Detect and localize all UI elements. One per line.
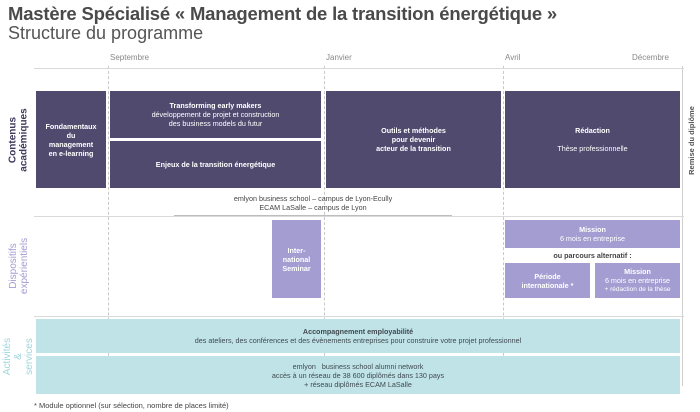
footnote: * Module optionnel (sur sélection, nombr… xyxy=(34,401,229,410)
graduation-label: Remise du diplôme xyxy=(686,105,696,175)
month-label-april: Avril xyxy=(505,53,521,62)
row-label-academic: Contenus académiques xyxy=(8,108,30,172)
timeline-end-line xyxy=(682,66,683,386)
timeline-start-line xyxy=(108,66,109,386)
box-periode-internationale: Période internationale * xyxy=(505,263,590,298)
box-alumni-network: emlyon business school alumni network ac… xyxy=(36,356,680,394)
campus-underline xyxy=(174,215,452,216)
row-label-experiential: Dispositifs expérientiels xyxy=(8,237,31,295)
alternative-path-label: ou parcours alternatif : xyxy=(553,251,632,260)
timeline-april-line xyxy=(503,66,504,386)
box-mission-alternative: Mission 6 mois en entreprise + rédaction… xyxy=(595,263,680,298)
month-label-september: Septembre xyxy=(110,53,150,62)
campus-info: emlyon business school – campus de Lyon-… xyxy=(233,194,393,212)
box-fondamentaux: Fondamentaux du management en e-learning xyxy=(36,91,106,188)
row-divider-academic xyxy=(34,216,684,217)
box-outils-methodes: Outils et méthodes pour devenir acteur d… xyxy=(326,91,501,188)
box-transforming-early-makers: Transforming early makers développement … xyxy=(110,91,321,138)
box-international-seminar: Inter- national Seminar xyxy=(272,220,321,298)
row-label-services: Activités & services xyxy=(2,337,36,375)
box-redaction: Rédaction Thèse professionnelle xyxy=(505,91,680,188)
box-mission: Mission 6 mois en entreprise xyxy=(505,220,680,248)
month-label-december: Décembre xyxy=(632,53,669,62)
box-enjeux-transition: Enjeux de la transition énergétique xyxy=(110,141,321,188)
timeline-january-line xyxy=(324,66,325,386)
box-employability: Accompagnement employabilité des atelier… xyxy=(36,319,680,353)
page-title: Mastère Spécialisé « Management de la tr… xyxy=(8,3,557,24)
page-subtitle: Structure du programme xyxy=(8,23,204,43)
month-label-january: Janvier xyxy=(326,53,352,62)
row-divider-experiential xyxy=(34,316,684,317)
row-divider-top xyxy=(34,68,684,69)
